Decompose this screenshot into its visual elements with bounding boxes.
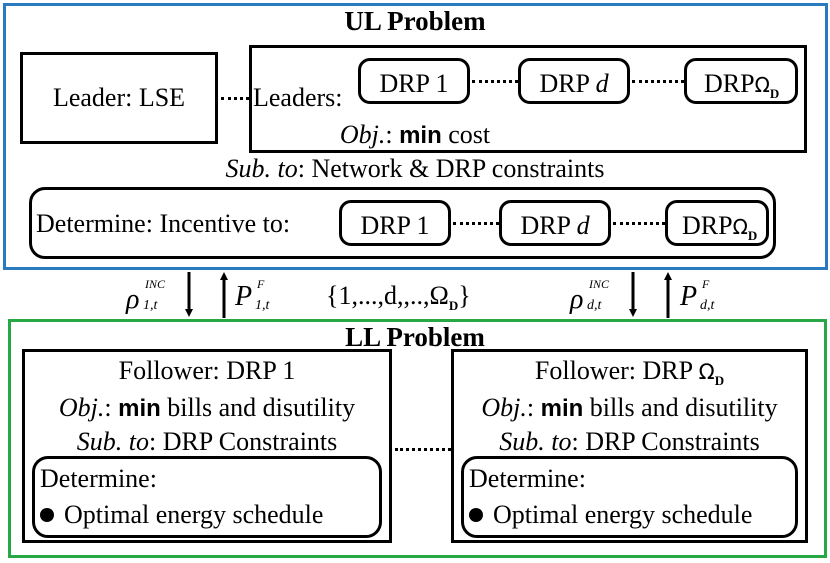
- p-d-symbol: P: [680, 281, 698, 312]
- rho-1-symbol: ρ: [126, 284, 140, 315]
- rho-1-sup: INC: [145, 277, 166, 291]
- f2-determine-box: [461, 456, 798, 538]
- ul-omega-sub: D: [769, 86, 780, 102]
- f1-bullet-text: Optimal energy schedule: [64, 500, 324, 529]
- p-1-label: P F 1,t: [235, 276, 285, 316]
- ul-sub-rest: : Network & DRP constraints: [297, 154, 605, 183]
- f1-obj-min: min: [118, 395, 161, 422]
- f2-obj-rest: bills and disutility: [589, 393, 778, 422]
- ul-obj-italic: Obj.: [339, 120, 386, 149]
- ul-obj-min: min: [399, 122, 442, 149]
- f2-subject-to: Sub. to: DRP Constraints: [451, 429, 808, 455]
- ul-omega-symbol: Ω: [754, 73, 770, 97]
- drp-index-set: {1,...,d,,..,ΩD}: [326, 281, 471, 314]
- rho-d-sub: d,t: [587, 298, 602, 313]
- p-d-sub: d,t: [700, 298, 715, 313]
- det-drp-omega-label: DRPΩD: [682, 211, 758, 244]
- ul-obj-rest: cost: [448, 120, 491, 149]
- bullet-icon: [40, 508, 54, 523]
- ul-drp-omega-label: DRPΩD: [704, 69, 780, 102]
- det-drp-d-prefix: DRP: [520, 211, 571, 240]
- f2-sub-rest: : DRP Constraints: [571, 427, 760, 456]
- ul-connector-1: [472, 80, 518, 83]
- ul-drp-d-label: DRP d: [518, 71, 630, 97]
- rho-1-sub: 1,t: [143, 298, 158, 313]
- ul-drp-omega-box: [684, 58, 798, 104]
- f2-omega-symbol: Ω: [698, 360, 715, 384]
- det-drp-d-label: DRP d: [499, 213, 611, 239]
- leader-lse-label: Leader: LSE: [52, 83, 186, 112]
- ul-drp-d-var: d: [595, 69, 609, 98]
- ul-drp-omega-prefix: DRP: [704, 69, 755, 98]
- ll-title: LL Problem: [345, 322, 485, 352]
- det-omega-symbol: Ω: [732, 215, 748, 239]
- leader-lse-box: [20, 52, 218, 144]
- det-drp-d-box: [499, 200, 611, 246]
- det-drp-d-var: d: [576, 211, 590, 240]
- ul-problem-panel: [3, 3, 828, 270]
- f1-sub-italic: Sub. to: [76, 427, 149, 456]
- ul-drp-d-box: [518, 58, 630, 104]
- f1-determine-box: [32, 456, 382, 538]
- f1-obj-italic: Obj.: [58, 393, 105, 422]
- set-close: }: [458, 281, 471, 310]
- ul-sub-italic: Sub. to: [225, 154, 298, 183]
- det-connector-1: [453, 222, 499, 225]
- ll-connector: [395, 448, 451, 451]
- f2-obj-italic: Obj.: [481, 393, 527, 422]
- p-1-sub: 1,t: [255, 298, 270, 313]
- ul-connector-2: [632, 80, 684, 83]
- f1-obj-rest: bills and disutility: [167, 393, 356, 422]
- ll-problem-panel: [8, 319, 827, 558]
- lse-leaders-connector: [221, 97, 249, 100]
- det-drp-omega-prefix: DRP: [682, 211, 733, 240]
- ul-drp-1-label: DRP 1: [379, 69, 449, 98]
- bullet-icon: [469, 508, 483, 523]
- ul-objective: Obj.: min cost: [0, 122, 830, 148]
- f2-obj-min: min: [540, 395, 584, 422]
- f2-bullet-text: Optimal energy schedule: [493, 500, 753, 529]
- f1-objective: Obj.: min bills and disutility: [58, 393, 356, 422]
- f1-sub-rest: : DRP Constraints: [148, 427, 338, 456]
- det-drp-1-label: DRP 1: [360, 211, 430, 240]
- p-1-sup: F: [257, 277, 265, 291]
- f2-title: Follower: DRP ΩD: [451, 356, 808, 389]
- f1-subject-to: Sub. to: DRP Constraints: [22, 429, 392, 455]
- det-drp-1-box: [339, 200, 451, 246]
- set-body: {1,...,d,,..,Ω: [326, 281, 449, 310]
- determine-incentive-label: Determine: Incentive to:: [36, 209, 291, 238]
- ul-obj-colon: :: [385, 120, 393, 149]
- f2-determine-label: Determine:: [469, 464, 586, 493]
- ul-title: UL Problem: [344, 6, 486, 36]
- f1-determine-label: Determine:: [40, 464, 157, 493]
- ul-drp-d-prefix: DRP: [539, 69, 590, 98]
- f2-title-prefix: Follower: DRP: [534, 356, 693, 385]
- leaders-label: Leaders:: [253, 83, 343, 112]
- rho-d-symbol: ρ: [570, 284, 584, 315]
- f2-sub-italic: Sub. to: [499, 427, 572, 456]
- det-omega-sub: D: [747, 228, 758, 244]
- f2-objective: Obj.: min bills and disutility: [481, 393, 778, 422]
- rho-d-sup: INC: [589, 277, 610, 291]
- f1-title: Follower: DRP 1: [118, 356, 296, 385]
- det-drp-omega-box: [665, 200, 769, 246]
- ul-subject-to: Sub. to: Network & DRP constraints: [0, 156, 830, 182]
- f1-bullet-item: Optimal energy schedule: [40, 502, 323, 528]
- ul-drp-1-box: [358, 58, 470, 104]
- det-connector-2: [613, 222, 665, 225]
- rho-1-label: ρ INC 1,t: [126, 276, 186, 316]
- f2-omega-sub: D: [714, 373, 725, 389]
- rho-d-label: ρ INC d,t: [570, 276, 630, 316]
- p-d-sup: F: [702, 277, 710, 291]
- p-d-label: P F d,t: [680, 276, 730, 316]
- f2-bullet-item: Optimal energy schedule: [469, 502, 752, 528]
- p-1-symbol: P: [235, 281, 253, 312]
- set-sub: D: [448, 298, 459, 314]
